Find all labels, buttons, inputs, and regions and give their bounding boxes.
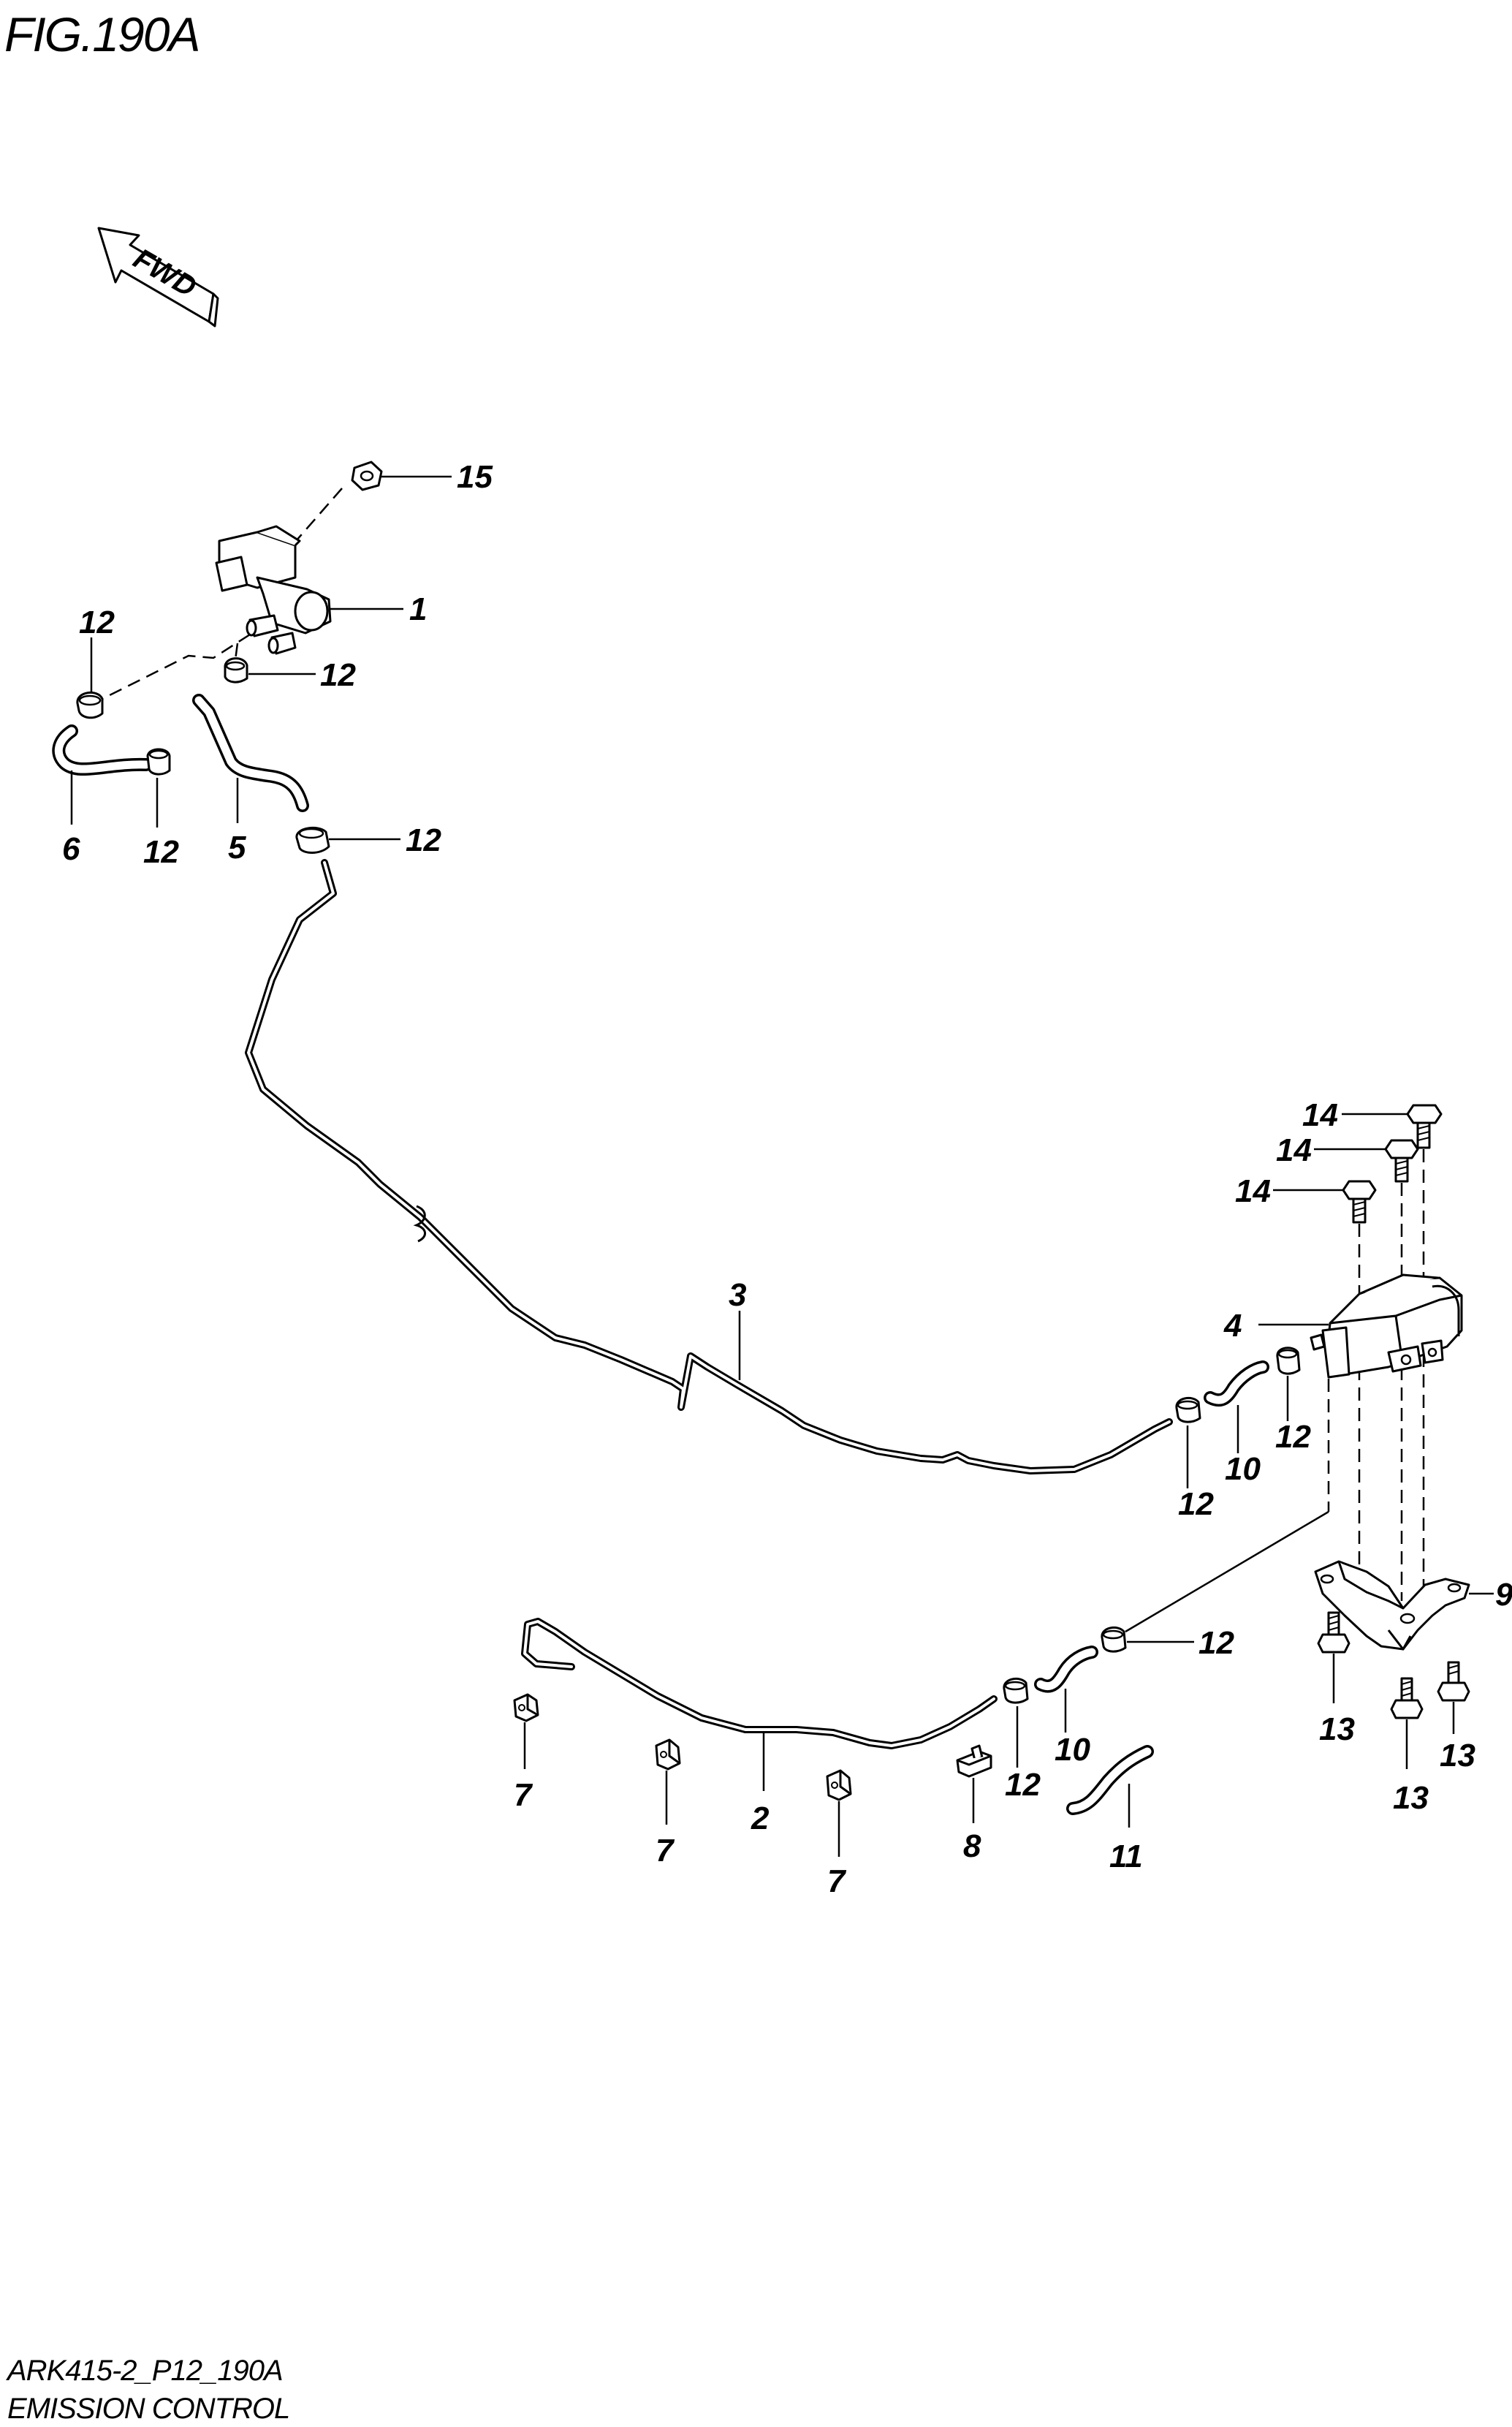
part-13-bolt-c xyxy=(1437,1661,1470,1702)
part-1-purge-valve xyxy=(215,525,332,655)
callout-3: 3 xyxy=(729,1277,746,1313)
callout-12-d: 12 xyxy=(406,822,441,858)
figure-name: EMISSION CONTROL xyxy=(7,2393,289,2425)
callout-13-c: 13 xyxy=(1440,1738,1475,1773)
part-7-clip-b xyxy=(655,1738,681,1771)
callout-4: 4 xyxy=(1223,1308,1242,1344)
callout-8: 8 xyxy=(963,1828,981,1864)
fwd-arrow-icon: FWD xyxy=(97,227,219,327)
part-14-bolt-c xyxy=(1342,1180,1377,1224)
part-12-clamp-h xyxy=(1003,1677,1029,1704)
callout-13-a: 13 xyxy=(1319,1711,1355,1747)
part-2-pipe xyxy=(521,1618,998,1749)
part-12-clamp-f xyxy=(1175,1396,1201,1423)
part-7-clip-c xyxy=(826,1769,852,1801)
callout-1: 1 xyxy=(409,591,427,627)
part-5-hose xyxy=(192,694,309,812)
part-15-nut xyxy=(351,461,383,491)
callout-12-a: 12 xyxy=(79,605,115,640)
callout-12-f: 12 xyxy=(1178,1486,1214,1522)
part-9-bracket xyxy=(1314,1560,1470,1651)
callout-10-b: 10 xyxy=(1055,1732,1090,1768)
figure-code: ARK415-2_P12_190A xyxy=(6,2355,283,2387)
callout-14-b: 14 xyxy=(1276,1132,1312,1168)
part-14-bolt-b xyxy=(1384,1139,1419,1183)
callout-13-b: 13 xyxy=(1393,1780,1429,1816)
part-13-bolt-b xyxy=(1390,1677,1424,1719)
part-12-clamp-d xyxy=(295,826,330,854)
callout-7-b: 7 xyxy=(656,1833,675,1868)
figure-title: FIG.190A xyxy=(4,7,199,61)
part-4-canister xyxy=(1310,1273,1463,1379)
callout-6: 6 xyxy=(62,831,80,867)
part-12-clamp-e xyxy=(1276,1347,1301,1375)
part-10-hose-b xyxy=(1034,1646,1098,1693)
part-12-clamp-a xyxy=(76,692,104,719)
part-12-clamp-c xyxy=(146,748,171,776)
callout-12-g: 12 xyxy=(1198,1625,1234,1661)
part-3-pipe xyxy=(245,859,1173,1474)
part-13-bolt-a xyxy=(1317,1611,1350,1654)
callout-2: 2 xyxy=(751,1801,770,1836)
callout-5: 5 xyxy=(228,830,246,866)
callout-7-a: 7 xyxy=(514,1777,533,1813)
part-10-hose-a xyxy=(1204,1360,1269,1407)
part-7-clip-a xyxy=(513,1693,539,1722)
callout-14-c: 14 xyxy=(1235,1173,1271,1209)
part-12-clamp-b xyxy=(224,657,248,684)
callout-7-c: 7 xyxy=(827,1863,847,1899)
callout-11: 11 xyxy=(1109,1839,1143,1874)
callout-12-h: 12 xyxy=(1005,1767,1041,1803)
callout-12-c: 12 xyxy=(143,834,179,870)
part-11-hose xyxy=(1066,1745,1154,1815)
callout-12-e: 12 xyxy=(1275,1419,1311,1455)
callout-10-a: 10 xyxy=(1225,1451,1261,1487)
part-8-clamp xyxy=(956,1744,992,1778)
callout-9: 9 xyxy=(1495,1577,1512,1613)
callout-12-b: 12 xyxy=(320,657,356,693)
part-12-clamp-g xyxy=(1101,1626,1127,1653)
part-6-hose xyxy=(52,724,153,776)
callout-15: 15 xyxy=(457,459,493,495)
callout-14-a: 14 xyxy=(1302,1097,1338,1133)
